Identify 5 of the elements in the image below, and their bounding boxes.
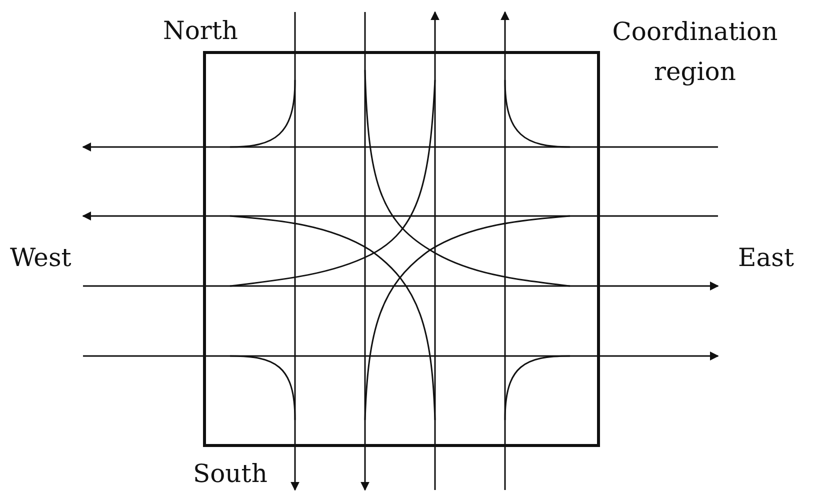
region-heading: Coordination region <box>611 16 779 88</box>
direction-label: West <box>10 242 72 274</box>
direction-label: East <box>738 242 794 274</box>
direction-label: North <box>163 15 238 47</box>
direction-label: South <box>193 458 268 490</box>
